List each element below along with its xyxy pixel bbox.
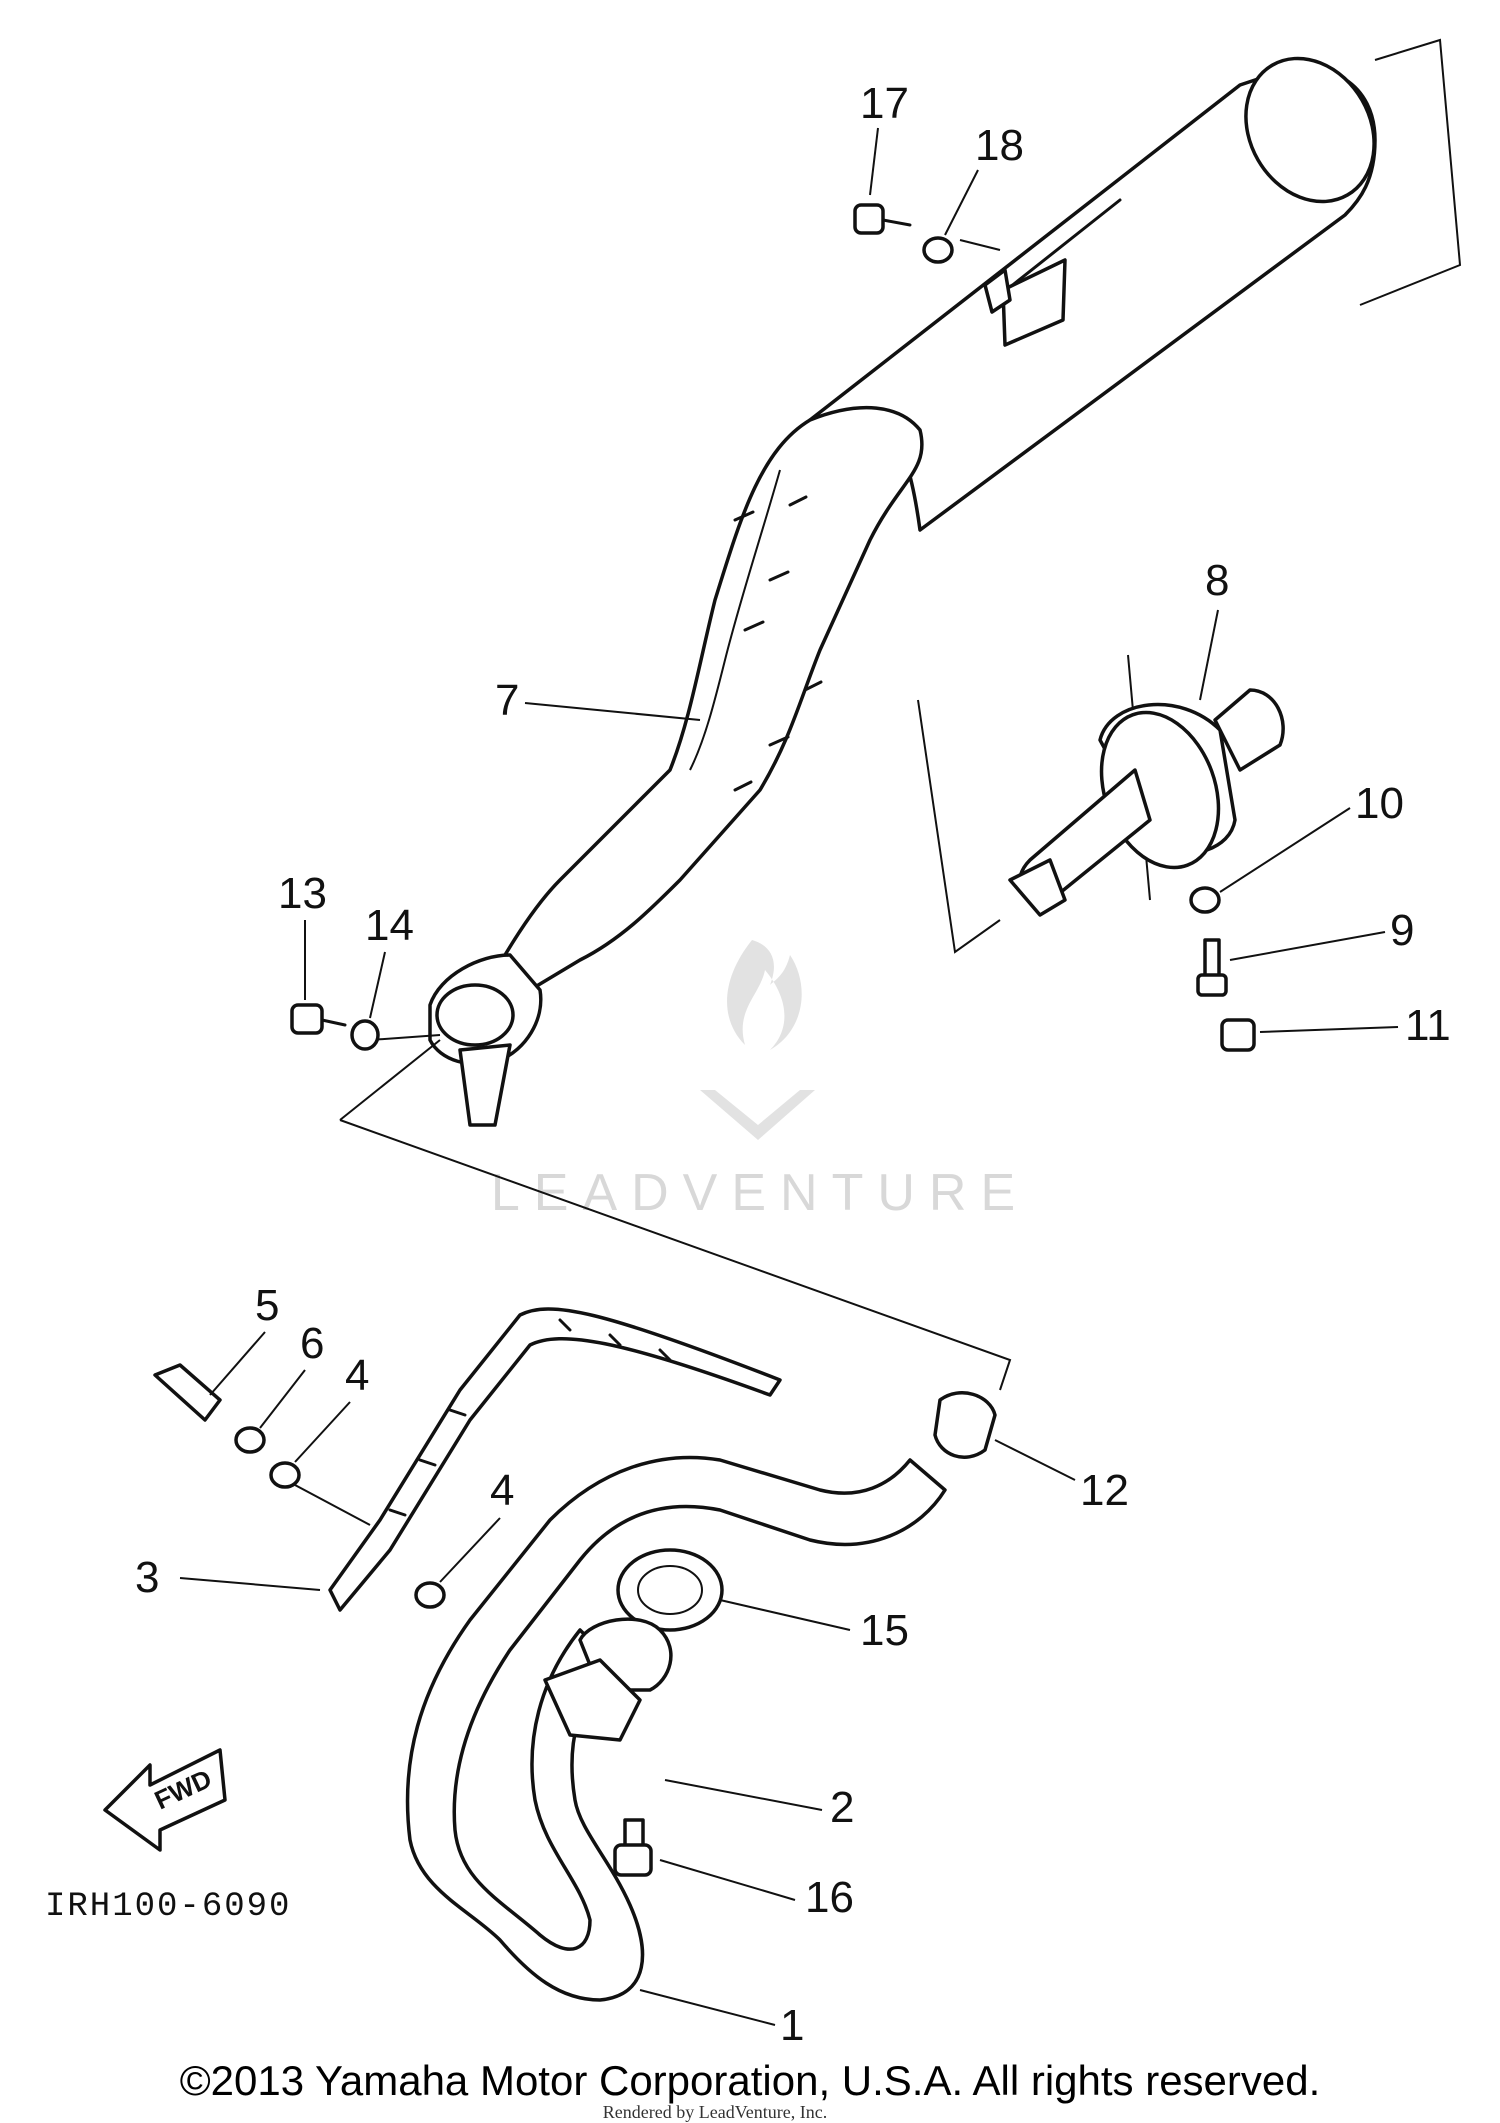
bolt-5-icon <box>153 1363 222 1422</box>
part-label: 17 <box>860 79 909 128</box>
watermark: LEADVENTURE <box>491 940 1029 1222</box>
gasket-15-icon <box>616 1548 724 1632</box>
part-label: 16 <box>805 1873 854 1922</box>
watermark-v-icon <box>700 1090 815 1140</box>
spark-arrester <box>1008 688 1285 917</box>
washer-10-icon <box>1189 886 1221 914</box>
washer-14-icon <box>350 1019 380 1051</box>
fwd-arrow-icon <box>103 1748 227 1852</box>
collar-6-icon <box>234 1426 266 1454</box>
fwd-arrow: FWD <box>103 1748 227 1852</box>
part-label: 7 <box>495 676 519 725</box>
copyright-text: ©2013 Yamaha Motor Corporation, U.S.A. A… <box>180 2057 1321 2104</box>
bolt-17-icon <box>853 203 885 235</box>
grommet-4-top-icon <box>269 1461 301 1489</box>
bolt-13-icon <box>290 1003 324 1035</box>
part-label: 14 <box>365 901 414 950</box>
rendered-by-text: Rendered by LeadVenture, Inc. <box>603 2102 827 2122</box>
exhaust-pipe <box>405 1455 947 2002</box>
watermark-text: LEADVENTURE <box>491 1164 1029 1222</box>
part-label: 9 <box>1390 906 1414 955</box>
watermark-flame-icon <box>727 940 802 1050</box>
drawing-code: IRH100-6090 <box>45 1888 291 1926</box>
washer-18-icon <box>922 236 954 264</box>
part-label: 12 <box>1080 1466 1129 1515</box>
part-label: 13 <box>278 869 327 918</box>
part-label: 5 <box>255 1281 279 1330</box>
part-label: 18 <box>975 121 1024 170</box>
hardware <box>153 203 1256 1877</box>
muffler <box>428 56 1377 1127</box>
part-label: 3 <box>135 1553 159 1602</box>
part-label: 15 <box>860 1606 909 1655</box>
heat-protector <box>328 1307 782 1612</box>
part-label: 10 <box>1355 779 1404 828</box>
reference-lines <box>294 38 1462 1526</box>
part-label: 1 <box>780 2001 804 2050</box>
part-label: 8 <box>1205 556 1229 605</box>
grommet-4-bottom-icon <box>414 1581 446 1609</box>
part-label: 2 <box>830 1783 854 1832</box>
clamp-12-icon <box>933 1391 997 1459</box>
part-label: 11 <box>1405 1001 1451 1050</box>
part-labels: 17 18 8 7 10 9 11 13 14 5 6 4 4 12 3 15 … <box>135 79 1451 2050</box>
part-label: 4 <box>345 1351 369 1400</box>
part-label: 6 <box>300 1319 324 1368</box>
nut-11-icon <box>1220 1018 1256 1052</box>
part-label: 4 <box>490 1466 514 1515</box>
